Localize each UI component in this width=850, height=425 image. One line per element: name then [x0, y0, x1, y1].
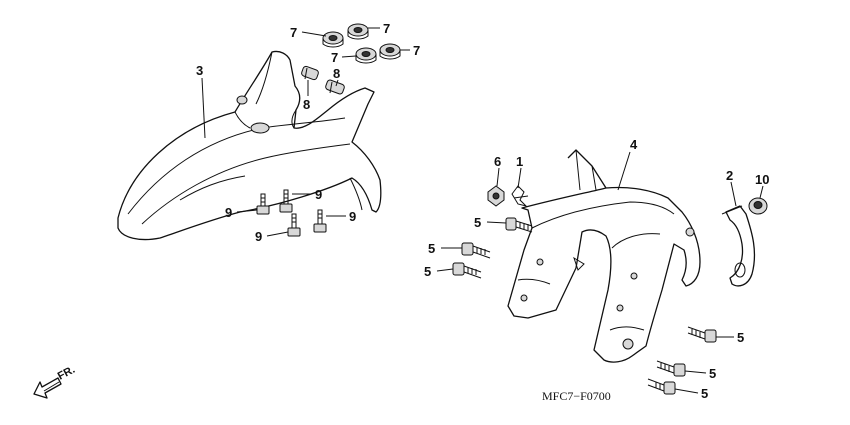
bolt-9c: [287, 213, 301, 237]
callout-5: 5: [737, 330, 744, 345]
bolt-5e: [656, 360, 686, 377]
bolt-5c: [452, 262, 482, 279]
clip-1: [511, 185, 529, 207]
callout-1: 1: [516, 154, 523, 169]
rear-inner-fender: [507, 149, 701, 363]
leader-lines: [201, 27, 764, 394]
callout-5: 5: [709, 366, 716, 381]
callout-2: 2: [726, 168, 733, 183]
callout-9: 9: [255, 229, 262, 244]
grommet-7d: [379, 43, 401, 60]
callout-7: 7: [331, 50, 338, 65]
callout-9: 9: [315, 187, 322, 202]
callout-7: 7: [383, 21, 390, 36]
grommet-7b: [347, 23, 369, 40]
collar-8b: [325, 79, 345, 95]
direction-label: FR.: [56, 364, 77, 383]
arrow-icon: [33, 377, 62, 399]
bolt-9b: [279, 189, 293, 213]
callout-5: 5: [424, 264, 431, 279]
callout-7: 7: [413, 43, 420, 58]
callout-5: 5: [474, 215, 481, 230]
callout-5: 5: [428, 241, 435, 256]
callout-6: 6: [494, 154, 501, 169]
callout-10: 10: [755, 172, 769, 187]
nut-10: [748, 197, 768, 215]
fender-stay: [721, 205, 756, 287]
callout-7: 7: [290, 25, 297, 40]
callout-labels: 7 7 7 7 3 8 8 9 9 9 9 4 6 1 2 10 5 5 5 5…: [196, 21, 769, 401]
bolt-5a: [505, 217, 533, 233]
callout-8: 8: [333, 66, 340, 81]
bolt-5b: [461, 242, 491, 259]
diagram-code: MFC7−F0700: [542, 389, 611, 403]
callout-9: 9: [349, 209, 356, 224]
callout-4: 4: [630, 137, 638, 152]
bolt-9d: [313, 209, 327, 233]
callout-9: 9: [225, 205, 232, 220]
collar-8a: [301, 65, 319, 81]
callout-8: 8: [303, 97, 310, 112]
front-fender: [117, 50, 382, 241]
bolt-5d: [687, 326, 717, 343]
callout-3: 3: [196, 63, 203, 78]
grommet-7a: [322, 31, 344, 48]
callout-5: 5: [701, 386, 708, 401]
nut-6: [487, 185, 505, 207]
grommet-group: [322, 23, 401, 64]
collar-group: [301, 65, 345, 95]
bolt-5f: [647, 378, 676, 395]
front-direction-indicator: FR.: [33, 364, 77, 399]
grommet-7c: [355, 47, 377, 64]
